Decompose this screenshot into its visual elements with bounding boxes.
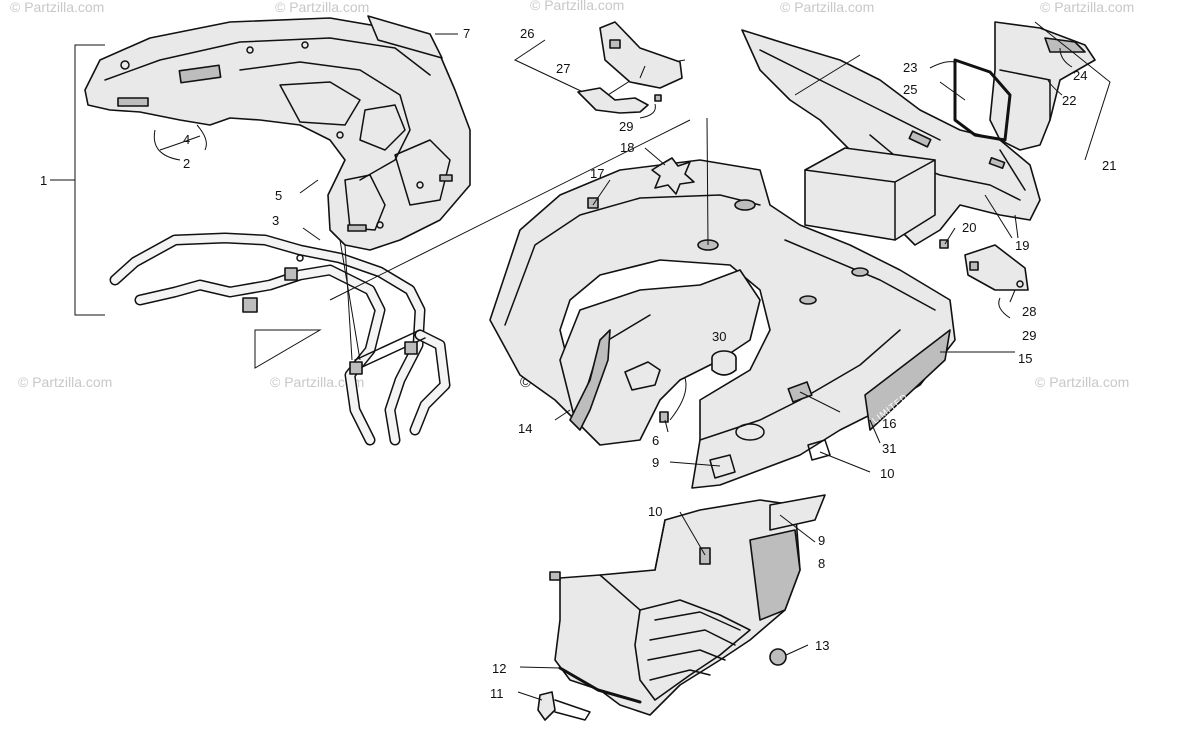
watermark-top-left: © Partzilla.com — [10, 0, 104, 15]
callout-5: 5 — [275, 188, 282, 203]
callout-20: 20 — [962, 220, 976, 235]
strap-23 — [953, 58, 1012, 142]
callout-19: 19 — [1015, 238, 1029, 253]
callout-21: 21 — [1102, 158, 1116, 173]
leader-lines — [153, 21, 1111, 701]
bolt-20 — [939, 239, 949, 249]
callout-15: 15 — [1018, 351, 1032, 366]
watermark-mid-2: © Partzilla.com — [270, 374, 364, 390]
callout-2: 2 — [183, 156, 190, 171]
callout-30: 30 — [712, 329, 726, 344]
bracket-28 — [964, 244, 1029, 291]
bracket-6 — [624, 361, 669, 423]
callout-23: 23 — [903, 60, 917, 75]
callout-10b: 10 — [648, 504, 662, 519]
callout-13: 13 — [815, 638, 829, 653]
mud-flap-14 — [569, 329, 611, 431]
watermark-mid-right: © Partzilla.com — [1035, 374, 1129, 390]
callout-11: 11 — [490, 686, 504, 701]
callout-29a: 29 — [619, 119, 633, 134]
callout-16: 16 — [882, 416, 896, 431]
clip-17 — [587, 197, 599, 209]
rear-fender: LIMITED — [489, 159, 956, 489]
callout-9a: 9 — [652, 455, 659, 470]
callout-9b: 9 — [818, 533, 825, 548]
callout-1: 1 — [40, 173, 47, 188]
callout-8: 8 — [818, 556, 825, 571]
leader-frame-triangle — [254, 329, 322, 369]
rear-storage-panel — [741, 29, 1041, 246]
callout-17: 17 — [590, 166, 604, 181]
watermark-top-2: © Partzilla.com — [275, 0, 369, 15]
watermark-mid-left: © Partzilla.com — [18, 374, 112, 390]
watermark-top-3: © Partzilla.com — [530, 0, 624, 13]
callout-6: 6 — [652, 433, 659, 448]
storage-lid — [989, 21, 1096, 151]
watermark-top-4: © Partzilla.com — [780, 0, 874, 15]
callout-7: 7 — [463, 26, 470, 41]
callout-numbers: 1 2 3 4 5 6 7 8 9 9 10 10 11 12 13 14 15… — [40, 26, 1116, 701]
callout-31: 31 — [882, 441, 896, 456]
callout-28: 28 — [1022, 304, 1036, 319]
callout-24: 24 — [1073, 68, 1087, 83]
callout-3: 3 — [272, 213, 279, 228]
watermark-top-right: © Partzilla.com — [1040, 0, 1134, 15]
bracket-group-26 — [577, 21, 683, 114]
footwell-panel — [549, 499, 801, 716]
patch-18 — [651, 157, 695, 195]
plug-13 — [769, 648, 787, 666]
rack-tube-frame — [109, 232, 451, 446]
storage-box — [804, 147, 936, 241]
bar-11 — [554, 699, 591, 721]
side-strip-8 — [769, 494, 826, 531]
callout-22: 22 — [1062, 93, 1076, 108]
callout-26: 26 — [520, 26, 534, 41]
callout-27: 27 — [556, 61, 570, 76]
callout-29b: 29 — [1022, 328, 1036, 343]
callout-4: 4 — [183, 132, 190, 147]
decal-strip-7 — [367, 15, 443, 59]
cap-30 — [711, 350, 737, 376]
bar-12 — [558, 666, 642, 704]
callout-14: 14 — [518, 421, 532, 436]
callout-25: 25 — [903, 82, 917, 97]
callout-18: 18 — [620, 140, 634, 155]
callout-12: 12 — [492, 661, 506, 676]
disk-11 — [537, 691, 556, 721]
callout-10a: 10 — [880, 466, 894, 481]
